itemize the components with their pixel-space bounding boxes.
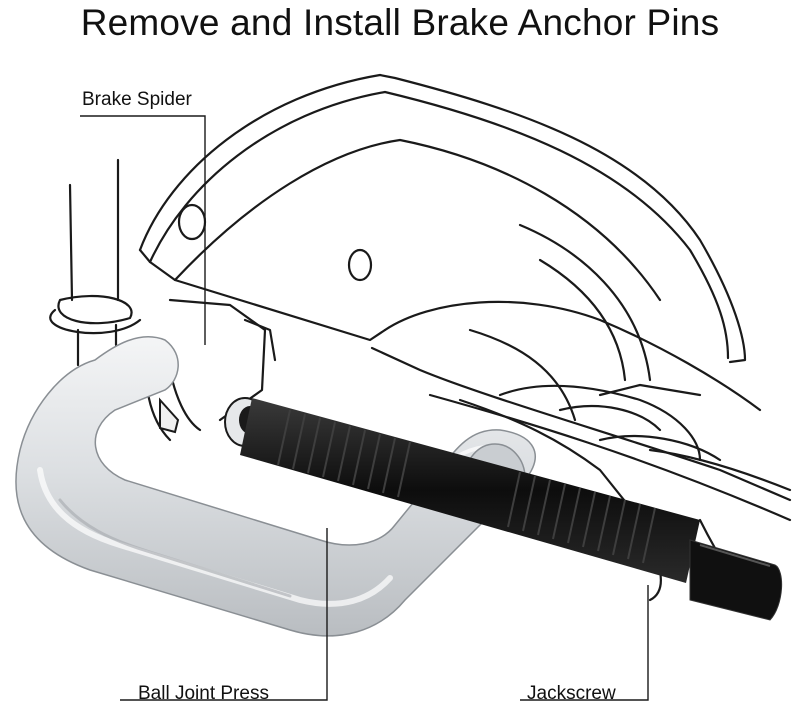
jackscrew-label: Jackscrew (527, 683, 616, 704)
brake-spider-label: Brake Spider (82, 89, 192, 110)
ball-joint-press-label: Ball Joint Press (138, 683, 269, 704)
callout-lines (80, 115, 649, 701)
ball-joint-press-callout-line (120, 528, 328, 701)
brake-drum-drawing (49, 73, 792, 612)
brake-spider-callout-line (80, 115, 206, 345)
jackscrew-callout-line (520, 585, 649, 701)
diagram-title: Remove and Install Brake Anchor Pins (80, 2, 720, 43)
jackscrew-threads (277, 409, 656, 564)
jackscrew (240, 398, 783, 621)
